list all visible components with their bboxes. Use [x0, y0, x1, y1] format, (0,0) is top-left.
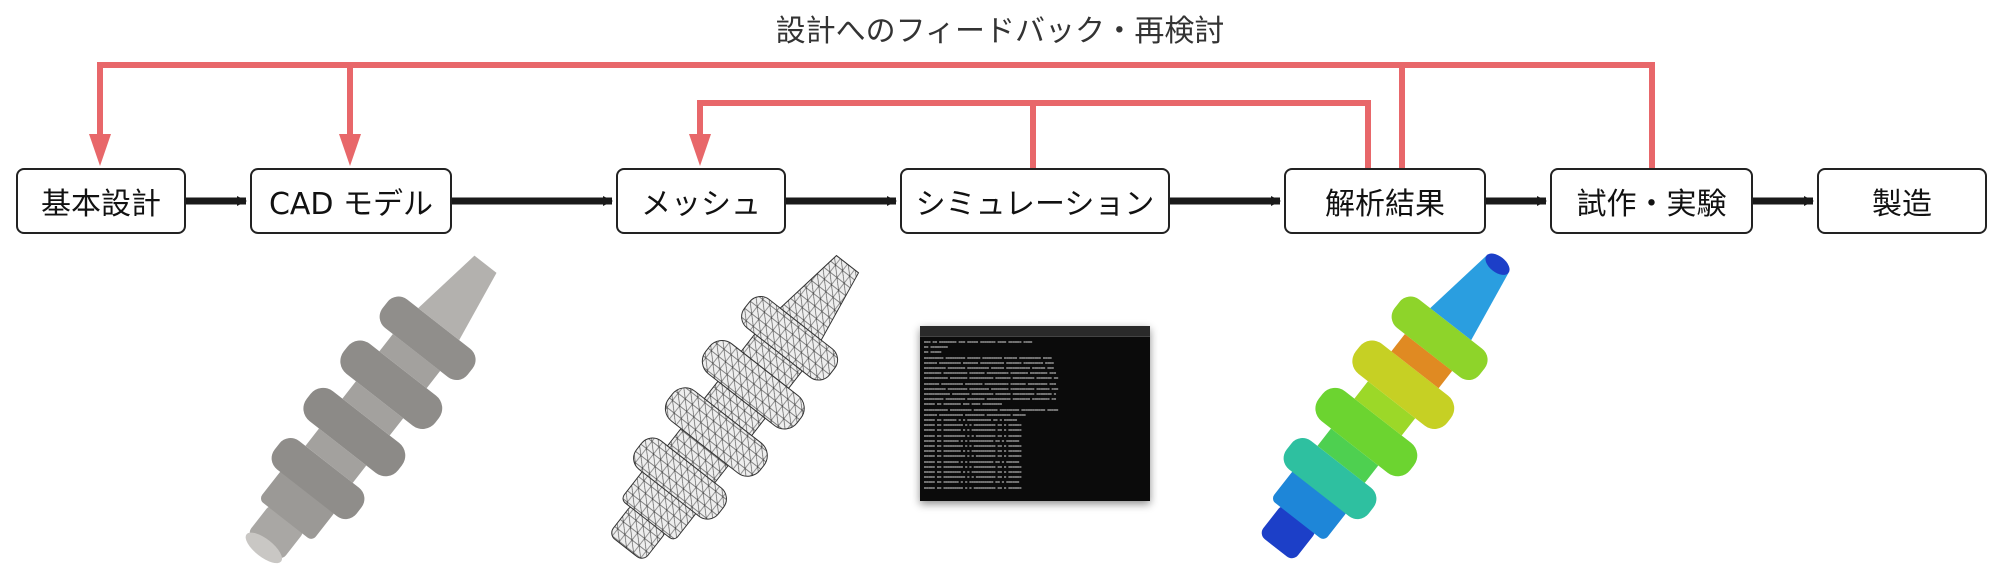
- step-cad-model-label: CAD モデル: [268, 187, 434, 222]
- step-analysis-results-label: 解析結果: [1325, 187, 1445, 222]
- step-mesh: メッシュ: [616, 168, 786, 234]
- cad-crankshaft-image: [245, 255, 497, 564]
- feedback-arrowheads: [89, 134, 711, 166]
- feedback-lines: [97, 62, 1655, 168]
- step-mesh-label: メッシュ: [641, 187, 761, 222]
- step-simulation: シミュレーション: [900, 168, 1170, 234]
- step-prototype-test: 試作・実験: [1550, 168, 1753, 234]
- feedback-arrowhead-mesh: [689, 134, 711, 166]
- feedback-arrowhead-basic-design: [89, 134, 111, 166]
- step-cad-model: CAD モデル: [250, 168, 452, 234]
- results-crankshaft-image: [1261, 253, 1510, 559]
- mesh-crankshaft-image: [611, 254, 860, 559]
- step-basic-design-label: 基本設計: [41, 187, 161, 222]
- step-simulation-label: シミュレーション: [915, 187, 1155, 222]
- feedback-line-outer: [97, 62, 1655, 168]
- step-manufacturing: 製造: [1817, 168, 1987, 234]
- step-manufacturing-label: 製造: [1872, 187, 1932, 222]
- step-basic-design: 基本設計: [16, 168, 186, 234]
- terminal-title-bar: [920, 326, 1150, 337]
- step-analysis-results: 解析結果: [1284, 168, 1486, 234]
- feedback-arrowhead-cad-model: [339, 134, 361, 166]
- terminal-log-texture: ▬▬▬ ▬▬ ▬▬▬▬▬▬▬▬ ▬▬▬ ▬▬▬▬▬ ▬▬▬▬▬▬▬ ▬▬▬▬ ▬…: [924, 340, 1059, 490]
- simulation-terminal-image: ▬▬▬ ▬▬ ▬▬▬▬▬▬▬▬ ▬▬▬ ▬▬▬▬▬ ▬▬▬▬▬▬▬ ▬▬▬▬ ▬…: [920, 326, 1150, 501]
- feedback-label: 設計へのフィードバック・再検討: [775, 14, 1225, 49]
- step-prototype-test-label: 試作・実験: [1576, 187, 1727, 222]
